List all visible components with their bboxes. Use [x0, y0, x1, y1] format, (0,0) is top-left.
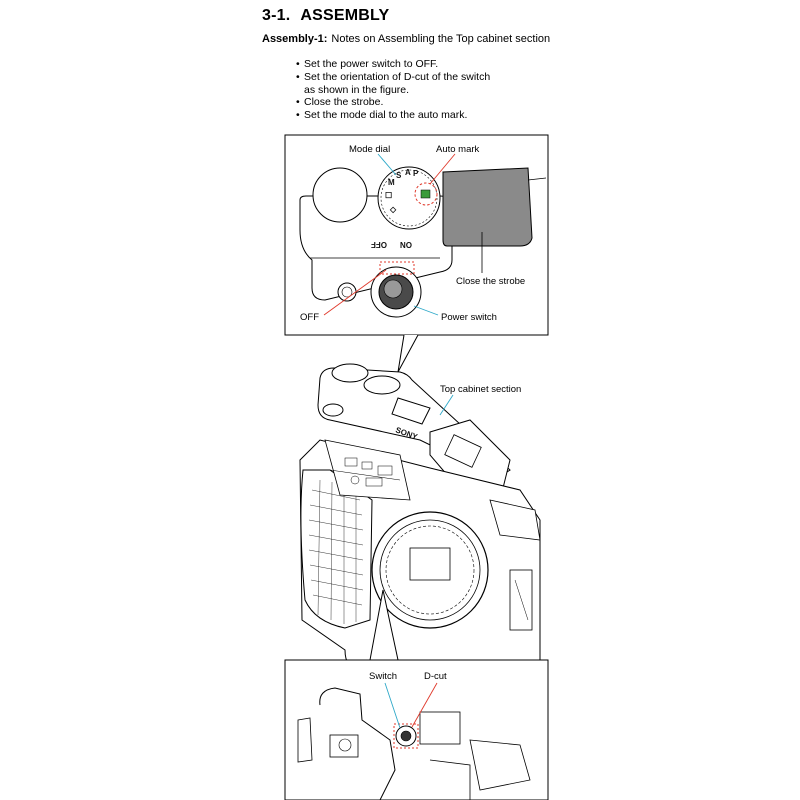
- side-door-line: [514, 579, 529, 621]
- switch-highlight: [379, 261, 415, 275]
- lens-mount-ring: [379, 519, 481, 621]
- top-window: [391, 397, 431, 425]
- camera-top-outline: [299, 195, 453, 301]
- side-door: [509, 569, 533, 631]
- leader-top-cabinet: [439, 394, 454, 416]
- instruction-list: Set the power switch to OFF. Set the ori…: [296, 58, 490, 122]
- shutter-button: [383, 279, 403, 299]
- lens-mount-contacts: [385, 525, 475, 615]
- leader-mode-dial: [377, 153, 397, 176]
- list-item: Set the orientation of D-cut of the swit…: [296, 71, 490, 97]
- subheading-text: Notes on Assembling the Top cabinet sect…: [331, 33, 551, 45]
- label-auto-mark: Auto mark: [436, 144, 480, 155]
- control-dial: [312, 167, 368, 223]
- bottom-bracket: [297, 717, 313, 763]
- list-item: Set the power switch to OFF.: [296, 58, 490, 71]
- bottom-box-pointer: [369, 589, 399, 661]
- switch-dial-center: [400, 730, 412, 742]
- dial-mark: ◇: [389, 205, 397, 214]
- list-item: Set the mode dial to the auto mark.: [296, 109, 490, 122]
- off-marking: OFF: [371, 240, 387, 249]
- dial-mark: ☐: [385, 191, 392, 200]
- d-cut-highlight: [393, 723, 419, 749]
- auto-mark-icon: [420, 189, 431, 199]
- label-close-strobe: Close the strobe: [456, 276, 525, 287]
- internal-board: [324, 439, 411, 501]
- top-dial-right: [363, 375, 401, 395]
- bottom-detail-box: Switch D-cut: [284, 659, 549, 800]
- leader-power-switch: [413, 305, 439, 316]
- leader-switch: [384, 682, 401, 729]
- leader-off: [323, 269, 387, 316]
- dial-mark: A: [405, 168, 411, 177]
- bottom-body-edge: [319, 687, 396, 800]
- camera-illustration: SONY Top cabinet section: [299, 363, 541, 676]
- label-mode-dial: Mode dial: [349, 144, 390, 155]
- top-shutter: [322, 403, 344, 417]
- page-title: 3-1. ASSEMBLY: [262, 7, 389, 25]
- leader-d-cut: [411, 682, 438, 728]
- leader-auto-mark: [429, 153, 456, 185]
- label-d-cut: D-cut: [424, 671, 447, 682]
- flash-window: [444, 434, 482, 468]
- label-top-cabinet: Top cabinet section: [440, 384, 521, 395]
- subheading: Assembly-1:Notes on Assembling the Top c…: [262, 33, 550, 45]
- c-button-inner: [341, 286, 353, 298]
- label-off: OFF: [300, 312, 319, 323]
- bottom-part-b: [469, 739, 531, 791]
- dial-mark: P: [413, 169, 419, 178]
- side-panel: [489, 499, 541, 541]
- section-title: ASSEMBLY: [300, 7, 390, 24]
- grip-texture: [308, 479, 364, 624]
- auto-mark-highlight: [414, 182, 438, 206]
- section-number: 3-1.: [262, 7, 291, 24]
- board-components: [329, 457, 401, 487]
- dial-mark: M: [388, 178, 395, 187]
- top-dial-left: [331, 363, 369, 383]
- label-switch: Switch: [369, 671, 397, 682]
- strobe: [442, 167, 533, 247]
- label-power-switch: Power switch: [441, 312, 497, 323]
- mode-dial-knurl: [380, 169, 438, 227]
- top-box-pointer: [397, 334, 419, 373]
- on-marking: ON: [400, 240, 412, 249]
- bottom-screw-a: [338, 738, 352, 752]
- dial-mark: S: [396, 171, 402, 180]
- subheading-label: Assembly-1:: [262, 33, 328, 45]
- bottom-part-a: [329, 734, 359, 758]
- list-item: Close the strobe.: [296, 96, 490, 109]
- mode-dial: [377, 166, 441, 230]
- body-edge-line: [527, 177, 547, 181]
- bottom-line-c: [429, 759, 471, 800]
- sensor: [409, 547, 451, 581]
- top-detail-box: M S A P ☐ ◇ ON OFF Mode dial Auto mark C…: [284, 134, 549, 336]
- bottom-switch-housing: [419, 711, 461, 745]
